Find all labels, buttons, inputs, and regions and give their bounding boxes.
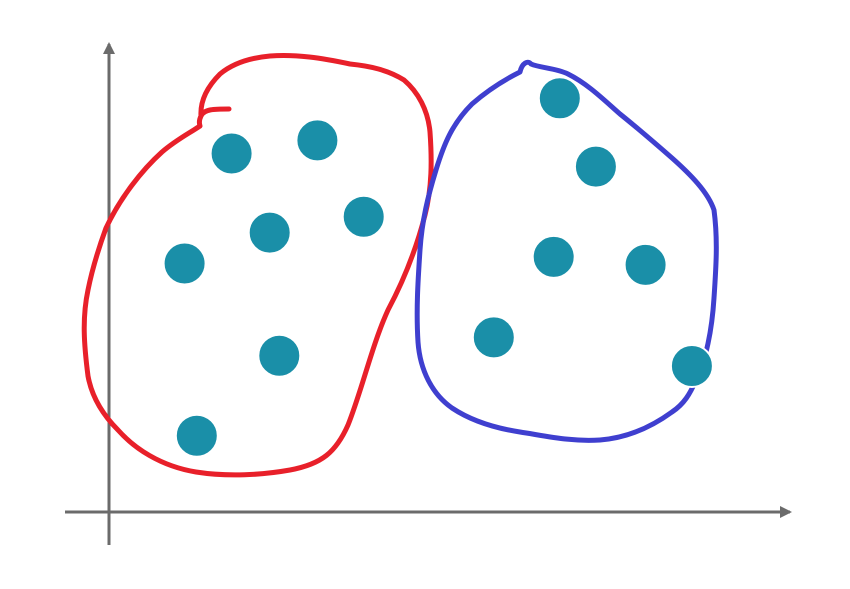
data-points	[162, 76, 714, 458]
cluster-a-outline	[81, 52, 434, 478]
point-cluster-b-1	[537, 76, 582, 121]
point-cluster-b-6	[669, 344, 714, 388]
point-cluster-b-2	[573, 144, 618, 189]
cluster-b-outline	[414, 59, 719, 443]
point-cluster-b-3	[531, 234, 576, 279]
point-cluster-a-6	[257, 333, 302, 378]
point-cluster-a-7	[174, 413, 219, 458]
point-cluster-b-5	[471, 315, 516, 360]
point-cluster-a-5	[341, 194, 386, 239]
point-cluster-a-3	[162, 241, 207, 286]
point-cluster-a-2	[295, 118, 340, 163]
point-cluster-a-1	[209, 131, 254, 176]
point-cluster-b-4	[623, 242, 668, 287]
point-cluster-a-4	[247, 210, 292, 255]
